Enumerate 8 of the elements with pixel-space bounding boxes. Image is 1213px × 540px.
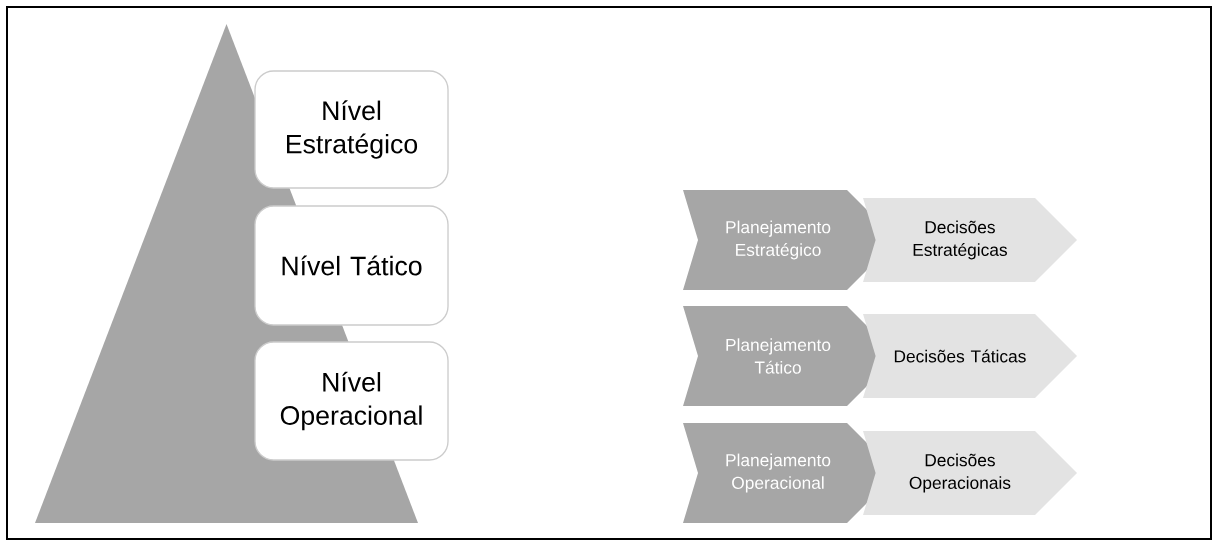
level-box: Nível Tático [254,205,449,326]
level-box: Nível Estratégico [254,70,449,189]
chevron-banner: Planejamento Estratégico [683,190,897,290]
chevron-banner: Decisões Táticas [863,314,1077,398]
chevron-banner: Decisões Operacionais [863,431,1077,515]
chevron-banner: Decisões Estratégicas [863,198,1077,282]
level-box: Nível Operacional [254,341,449,461]
chevron-banner: Planejamento Operacional [683,423,897,523]
